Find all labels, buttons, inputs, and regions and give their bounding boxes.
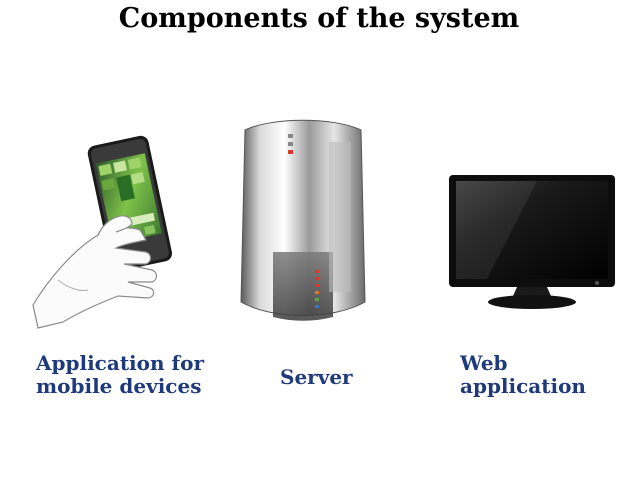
- label-line: Web: [460, 351, 508, 375]
- page-title: Components of the system: [118, 3, 520, 34]
- server-tower-icon: [233, 112, 373, 330]
- server-label: Server: [280, 366, 353, 389]
- mobile-phone-in-hand-icon: [28, 130, 193, 330]
- label-line: Application for: [36, 351, 204, 375]
- label-line: Server: [280, 365, 353, 389]
- mobile-app-label: Application for mobile devices: [36, 352, 204, 398]
- label-line: mobile devices: [36, 374, 202, 398]
- label-line: application: [460, 374, 586, 398]
- web-app-label: Web application: [460, 352, 586, 398]
- monitor-icon: [447, 172, 617, 314]
